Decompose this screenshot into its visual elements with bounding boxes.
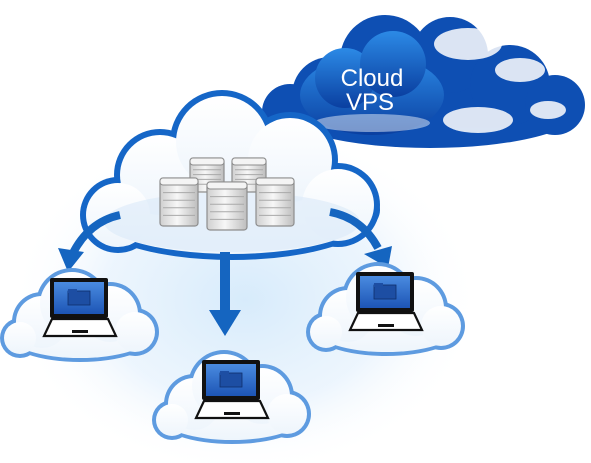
folder-icon <box>219 371 243 388</box>
cloud-vps: Cloud VPS <box>262 15 585 148</box>
arrow-icon-left <box>58 211 121 272</box>
server-unit-front-right <box>255 177 295 227</box>
server-unit-front-center <box>206 181 248 231</box>
folder-icon <box>67 289 91 306</box>
client-cloud-left <box>0 268 159 362</box>
laptop-icon <box>348 272 424 332</box>
folder-icon <box>373 283 397 300</box>
cloud-vps-label-line2: VPS <box>346 89 394 116</box>
arrow-icon-right <box>329 208 392 268</box>
server-unit-front-left <box>159 177 199 227</box>
client-cloud-right <box>306 262 465 356</box>
server-rack-icon <box>159 157 295 231</box>
cloud-vps-label-line1: Cloud <box>341 65 404 92</box>
arrow-icon-down <box>209 252 241 336</box>
laptop-icon <box>194 360 270 420</box>
client-cloud-bottom <box>152 350 311 444</box>
laptop-icon <box>42 278 118 338</box>
